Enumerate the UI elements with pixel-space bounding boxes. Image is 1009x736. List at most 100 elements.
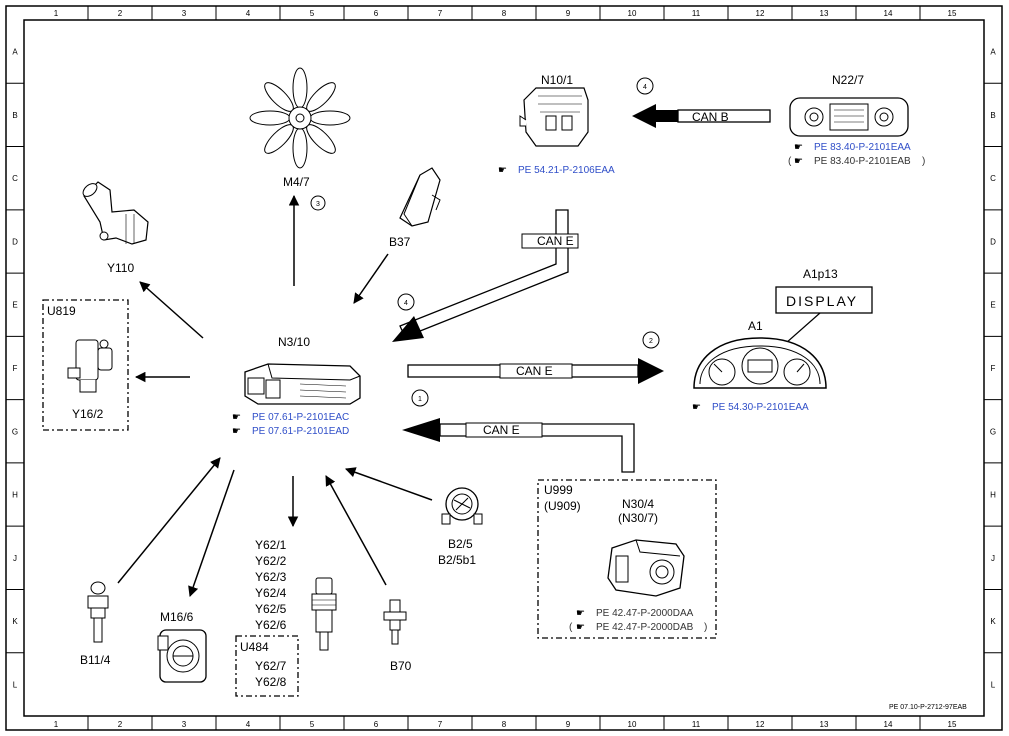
ref-icon[interactable]: ☛	[232, 412, 241, 423]
y62-6-label: Y62/6	[255, 618, 287, 632]
n22-7-label: N22/7	[832, 73, 864, 87]
grid-column-label-top: 7	[438, 9, 443, 18]
ref-icon[interactable]: ☛	[576, 608, 585, 619]
ref-icon[interactable]: ☛	[498, 165, 507, 176]
a1p13-display-text: DISPLAY	[786, 293, 858, 309]
ref-icon[interactable]: ☛	[794, 156, 803, 167]
can-b-bus	[632, 104, 771, 128]
marker-3-label: 3	[316, 201, 320, 208]
marker-3	[310, 195, 326, 211]
m16-6-label: M16/6	[160, 610, 194, 624]
grid-column-label-top: 3	[182, 9, 187, 18]
y62-5-label: Y62/5	[255, 602, 287, 616]
marker-1	[411, 389, 429, 407]
pedal-b37-icon[interactable]	[399, 167, 441, 227]
inner-frame	[23, 19, 985, 717]
n30-7-label: (N30/7)	[618, 511, 658, 525]
m4-7-label: M4/7	[283, 175, 310, 189]
grid-row-label-right: L	[991, 680, 996, 689]
u999-group	[537, 479, 717, 639]
grid-column-label-bottom: 10	[628, 720, 637, 729]
ref-icon[interactable]: ☛	[692, 402, 701, 413]
sensor-b70-icon[interactable]	[383, 599, 407, 645]
grid-row-label-left: C	[12, 174, 18, 183]
grid-column-label-top: 14	[884, 9, 893, 18]
n22-7-paren-open: (	[788, 156, 792, 167]
grid-column-label-top: 11	[692, 9, 701, 18]
can-e-a1-bus	[407, 358, 664, 384]
sensor-b11-4-icon[interactable]	[87, 581, 109, 643]
n30-ref-a[interactable]: PE 42.47-P-2000DAA	[596, 608, 694, 619]
u999-label: U999	[544, 483, 573, 497]
b11-4-label: B11/4	[80, 653, 111, 667]
y16-2-label: Y16/2	[72, 407, 104, 421]
ref-icon[interactable]: ☛	[794, 142, 803, 153]
grid-row-label-left: K	[12, 617, 18, 626]
a1-ref[interactable]: PE 54.30-P-2101EAA	[712, 402, 809, 413]
grid-row-label-right: D	[990, 237, 996, 246]
sensor-b2-5-icon[interactable]	[441, 487, 483, 525]
grid-row-label-left: D	[12, 237, 18, 246]
grid-column-label-bottom: 2	[118, 720, 123, 729]
arrow-from-b37	[353, 253, 389, 304]
grid-column-label-bottom: 15	[948, 720, 957, 729]
marker-1-label: 1	[418, 396, 422, 403]
outer-frame	[5, 5, 1003, 731]
grid-column-label-top: 9	[566, 9, 571, 18]
grid-row-label-right: E	[990, 301, 995, 310]
marker-2	[642, 331, 660, 349]
grid-column-label-bottom: 14	[884, 720, 893, 729]
n10-1-ref[interactable]: PE 54.21-P-2106EAA	[518, 165, 615, 176]
injector-y62-icon[interactable]	[311, 577, 337, 651]
grid-column-label-bottom: 8	[502, 720, 507, 729]
n22-7-paren-close: )	[922, 156, 925, 167]
module-n10-1-icon[interactable]	[519, 87, 589, 147]
grid-row-label-right: J	[991, 554, 995, 563]
grid-row-label-left: H	[12, 491, 18, 500]
y110-label: Y110	[107, 261, 134, 275]
a1p13-display[interactable]	[775, 286, 873, 314]
grid-column-label-bottom: 1	[54, 720, 59, 729]
n22-7-ref-a[interactable]: PE 83.40-P-2101EAA	[814, 142, 911, 153]
grid-column-label-top: 1	[54, 9, 59, 18]
arrow-from-b70	[325, 475, 387, 586]
arrow-from-b11-4	[117, 457, 221, 584]
grid-column-label-top: 4	[246, 9, 251, 18]
n30-ref-b[interactable]: PE 42.47-P-2000DAB	[596, 622, 694, 633]
grid-row-label-left: A	[12, 48, 18, 57]
b2-5-label: B2/5	[448, 537, 473, 551]
y62-4-label: Y62/4	[255, 586, 287, 600]
grid-column-label-bottom: 6	[374, 720, 379, 729]
abs-unit-n30-4-icon[interactable]	[607, 539, 685, 597]
ref-icon[interactable]: ☛	[576, 622, 585, 633]
grid-row-label-right: B	[990, 111, 995, 120]
ref-icon[interactable]: ☛	[232, 426, 241, 437]
grid-column-label-top: 12	[756, 9, 765, 18]
n10-1-label: N10/1	[541, 73, 573, 87]
u484-label: U484	[240, 640, 269, 654]
n3-10-ref-b[interactable]: PE 07.61-P-2101EAD	[252, 426, 349, 437]
marker-2-label: 2	[649, 338, 653, 345]
can-b-label: CAN B	[692, 110, 729, 124]
valve-y110-icon[interactable]	[81, 181, 149, 245]
fan-m4-7-icon[interactable]	[249, 67, 351, 169]
n22-7-ref-b[interactable]: PE 83.40-P-2101EAB	[814, 156, 911, 167]
n3-10-ref-a[interactable]: PE 07.61-P-2101EAC	[252, 412, 349, 423]
ecu-n3-10-icon[interactable]	[244, 363, 361, 405]
valve-y16-2-icon[interactable]	[67, 339, 113, 393]
control-panel-n22-7-icon[interactable]	[789, 97, 909, 137]
arrow-to-m16-6	[188, 469, 235, 597]
grid-row-label-right: H	[990, 491, 996, 500]
grid-column-label-top: 13	[820, 9, 829, 18]
throttle-m16-6-icon[interactable]	[157, 629, 207, 683]
grid-column-label-top: 5	[310, 9, 315, 18]
grid-row-label-right: K	[990, 617, 996, 626]
can-e-abs-bus	[402, 418, 635, 473]
y62-2-label: Y62/2	[255, 554, 287, 568]
y62-1-label: Y62/1	[255, 538, 287, 552]
can-e-diagonal-bus	[392, 209, 579, 342]
instrument-cluster-a1-icon[interactable]	[693, 337, 827, 389]
marker-4a-label: 4	[643, 84, 647, 91]
grid-column-label-bottom: 9	[566, 720, 571, 729]
